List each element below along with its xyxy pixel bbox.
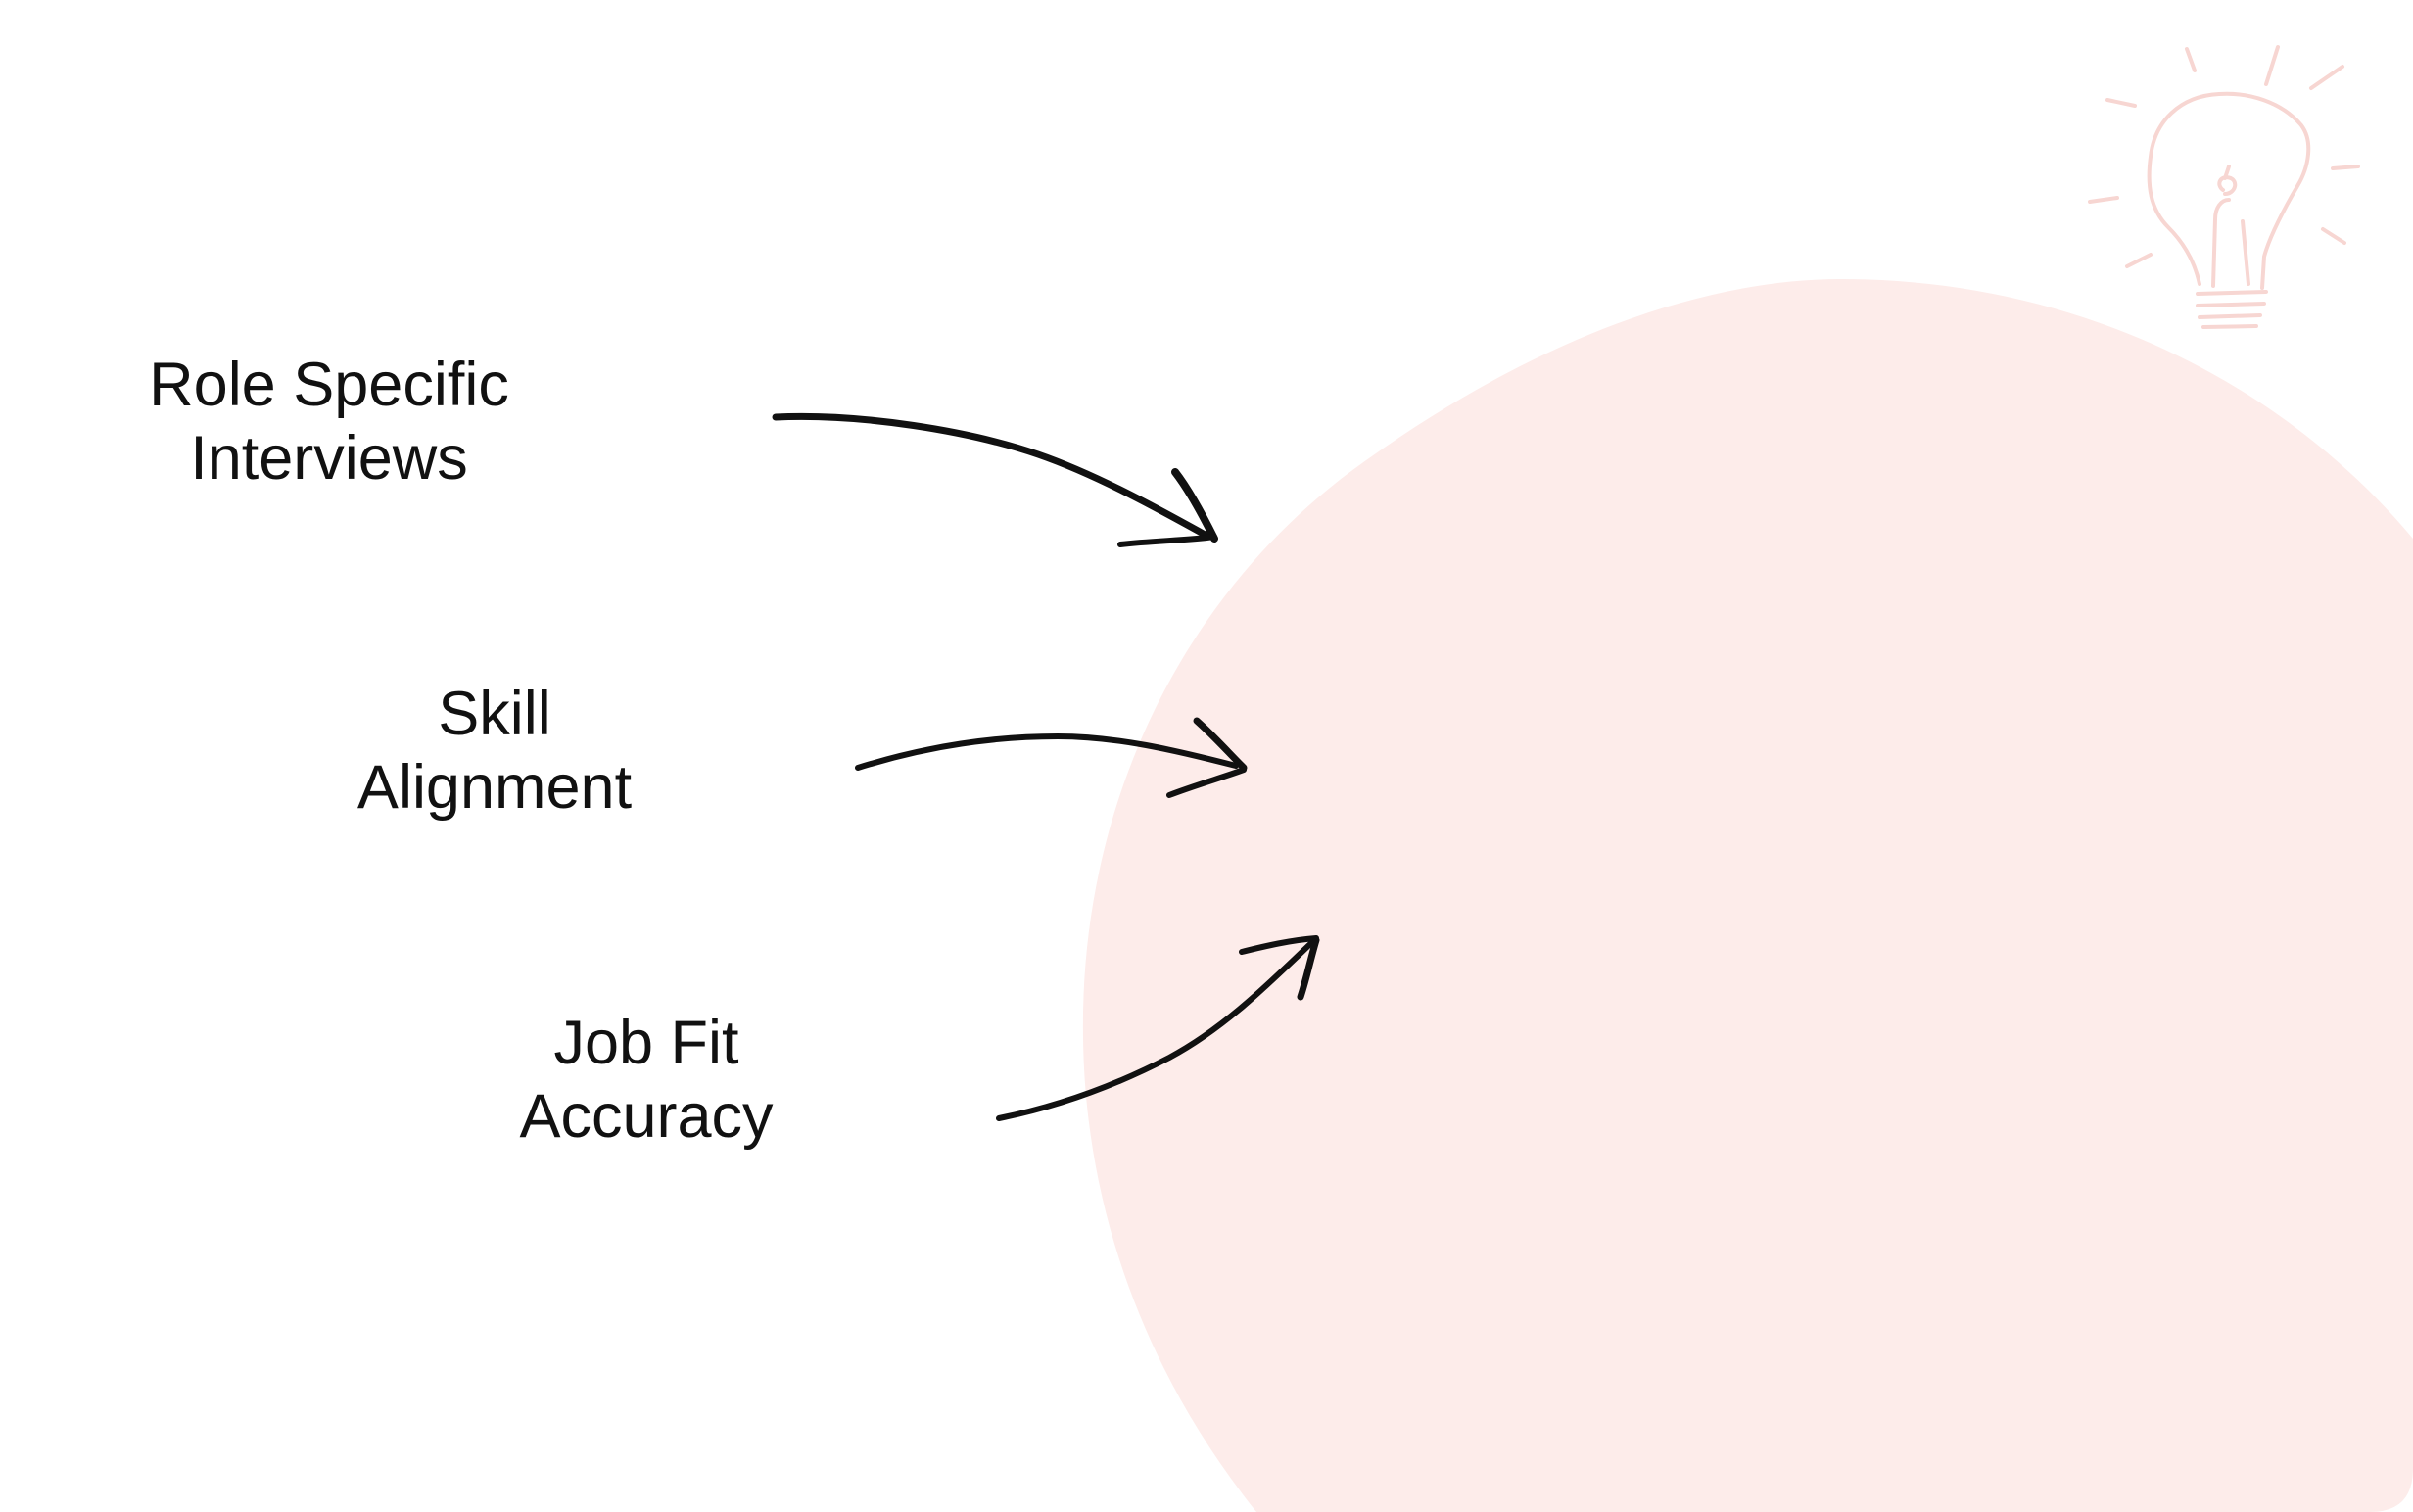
label-line: Accuracy [519, 1082, 774, 1151]
label-role-specific-interviews: Role Specific Interviews [133, 349, 525, 496]
label-line: Alignment [356, 753, 633, 822]
arrow-icon [855, 717, 1248, 798]
circle-shape [1082, 279, 2413, 1512]
arrow-icon [996, 935, 1320, 1121]
label-line: Interviews [190, 424, 468, 493]
arrow-icon [772, 412, 1218, 547]
label-job-fit-accuracy: Job Fit Accuracy [470, 1007, 823, 1154]
label-line: Skill [438, 680, 551, 748]
label-skill-alignment: Skill Alignment [323, 678, 666, 825]
label-line: Role Specific [149, 351, 509, 419]
label-line: Job Fit [553, 1009, 739, 1077]
